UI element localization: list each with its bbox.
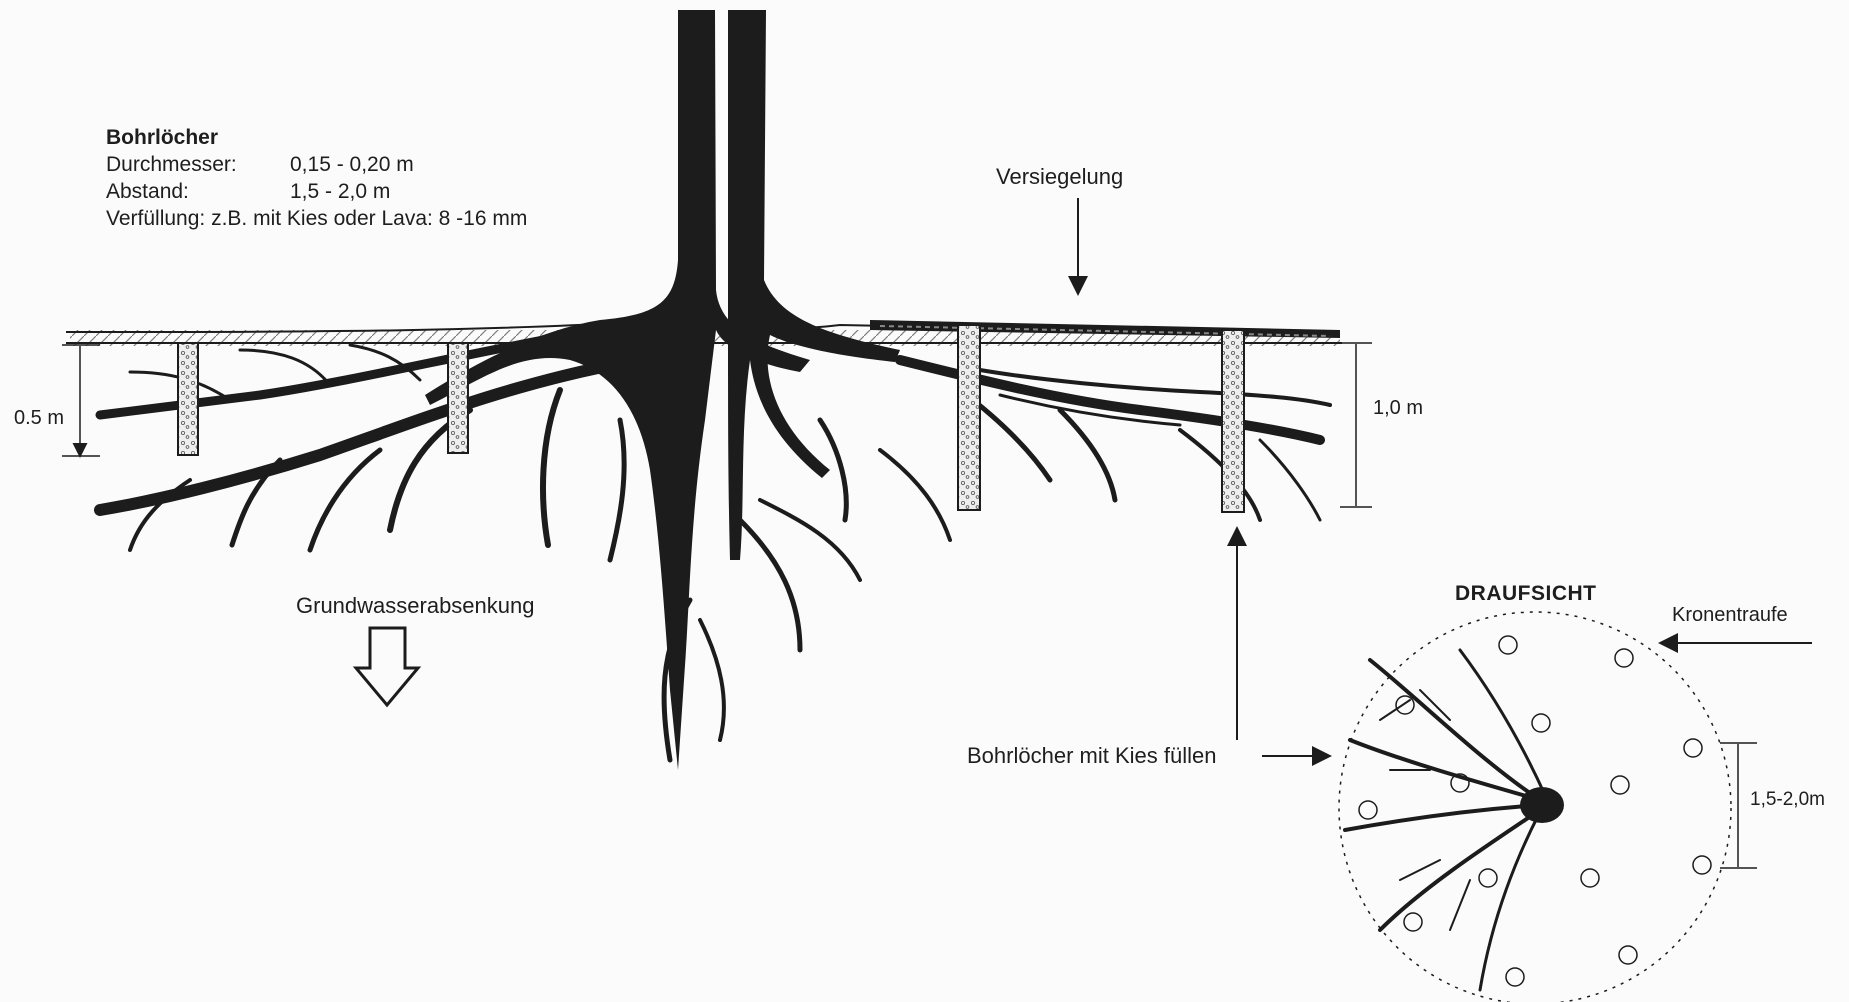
borehole-4 xyxy=(1222,330,1244,512)
label-depth-left: 0.5 m xyxy=(14,408,64,428)
label-grundwasser: Grundwasserabsenkung xyxy=(296,595,534,617)
plan-view-roots xyxy=(1345,650,1545,990)
borehole-info: Bohrlöcher Durchmesser: 0,15 - 0,20 m Ab… xyxy=(106,124,527,232)
info-value: 0,15 - 0,20 m xyxy=(290,151,414,178)
info-key: Abstand: xyxy=(106,178,290,205)
root-system xyxy=(100,330,1330,760)
info-key: Durchmesser: xyxy=(106,151,290,178)
borehole-3 xyxy=(958,325,980,510)
plan-view xyxy=(1339,612,1757,1002)
info-value: 1,5 - 2,0 m xyxy=(290,178,390,205)
label-spacing: 1,5-2,0m xyxy=(1750,790,1825,809)
label-bohrloecher-fuellen: Bohrlöcher mit Kies füllen xyxy=(967,745,1216,767)
info-row-spacing: Abstand: 1,5 - 2,0 m xyxy=(106,178,527,205)
info-row-diameter: Durchmesser: 0,15 - 0,20 m xyxy=(106,151,527,178)
depth-marker-right xyxy=(1340,343,1372,507)
borehole-2 xyxy=(448,343,468,453)
label-kronentraufe: Kronentraufe xyxy=(1672,605,1788,625)
label-draufsicht: DRAUFSICHT xyxy=(1455,583,1597,604)
borehole-1 xyxy=(178,343,198,455)
label-depth-right: 1,0 m xyxy=(1373,398,1423,418)
plan-view-trunk xyxy=(1520,787,1564,823)
depth-marker-left xyxy=(62,345,100,456)
info-title: Bohrlöcher xyxy=(106,124,527,151)
label-versiegelung: Versiegelung xyxy=(996,166,1123,188)
info-key: Verfüllung: z.B. mit Kies oder Lava: 8 -… xyxy=(106,205,527,232)
info-row-filling: Verfüllung: z.B. mit Kies oder Lava: 8 -… xyxy=(106,205,527,232)
groundwater-down-arrow xyxy=(356,628,418,705)
